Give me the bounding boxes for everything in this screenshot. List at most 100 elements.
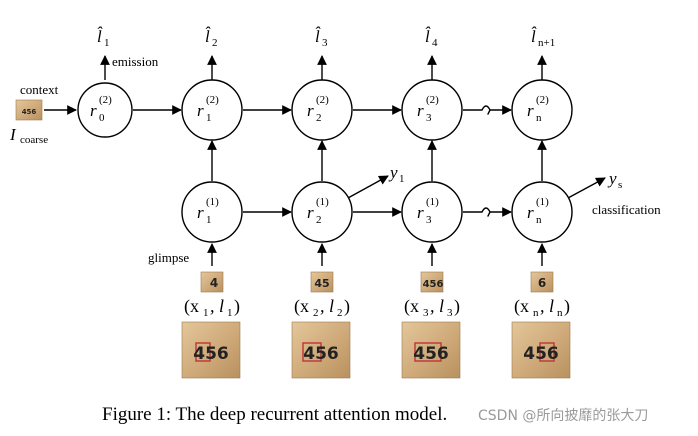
r3-bottom-sup: (1) [426,196,439,208]
input-image-2: 456 [291,321,351,379]
input-image-n-text: 456 [523,344,559,364]
r3-bottom-sub: 3 [426,214,432,226]
r1-bottom-sup: (1) [206,196,219,208]
r3-to-rn-top-arrow [463,105,512,115]
y1-output-arrow [347,175,389,199]
gln-a: (x [514,296,529,317]
r3-to-rn-bottom-arrow [463,207,512,217]
rn-bottom-sup: (1) [536,196,549,208]
r1-bottom-sub: 1 [206,214,212,226]
input-image-2-text: 456 [303,344,339,364]
glimpse-patch-3: 456 [420,271,444,293]
rn-bottom-main: r [527,203,534,222]
glimpse-patch-1: 4 [200,271,224,293]
gl2-c: , l [320,296,334,316]
classification-label: classification [592,202,661,217]
lhat-1-sub: 1 [104,37,110,49]
glimpse-label-1: (x 1 , l 1 ) [184,296,240,319]
y1-sub: 1 [399,173,405,185]
glimpse-patch-2-text: 45 [314,277,329,290]
glimpse-patch-2: 45 [310,271,334,293]
input-image-3-text: 456 [413,344,449,364]
node-rn-bottom: r (1) n [511,181,573,243]
gl2-a: (x [294,296,309,317]
ys-output-arrow [567,177,606,199]
lhat-5-main: l̂ [531,27,537,46]
gln-c: , l [540,296,554,316]
glimpse-patch-n-text: 6 [538,276,546,290]
rn-top-main: r [527,101,534,120]
gl1-e: ) [234,296,240,317]
node-r1-bottom: r (1) 1 [181,181,243,243]
lhat-3-main: l̂ [315,27,321,46]
ys-sub: s [618,179,622,191]
r0-top-sub: 0 [99,112,105,124]
node-r1-top: r (2) 1 [181,79,243,141]
gln-b: n [533,307,539,319]
r0-top-main: r [90,101,97,120]
output-lhat-4: l̂ 4 [425,27,438,49]
gl1-b: 1 [203,307,209,319]
node-r0-top: r (2) 0 [77,82,133,138]
gl1-a: (x [184,296,199,317]
glimpse-patch-3-text: 456 [423,279,444,290]
r3-top-main: r [417,101,424,120]
output-ys: y s [607,169,622,191]
icoarse-label: I coarse [9,125,48,146]
emission-label: emission [112,54,159,69]
glimpse-label: glimpse [148,250,189,265]
gl1-c: , l [210,296,224,316]
output-y1: y 1 [388,163,405,185]
r2-bottom-sub: 2 [316,214,322,226]
node-r2-top: r (2) 2 [291,79,353,141]
node-r3-bottom: r (1) 3 [401,181,463,243]
lhat-5-sub: n+1 [538,37,555,49]
input-image-1: 456 [181,321,241,379]
coarse-image-text: 456 [22,108,37,116]
lhat-2-main: l̂ [205,27,211,46]
rn-bottom-sub: n [536,214,542,226]
watermark: CSDN @所向披靡的张大刀 [478,407,648,424]
glimpse-label-n: (x n , l n ) [514,296,570,319]
ys-main: y [607,169,617,188]
gln-e: ) [564,296,570,317]
r1-top-main: r [197,101,204,120]
rn-top-sup: (2) [536,94,549,106]
r3-top-sup: (2) [426,94,439,106]
figure-caption: Figure 1: The deep recurrent attention m… [102,404,447,425]
lhat-2-sub: 2 [212,37,218,49]
rn-top-sub: n [536,112,542,124]
node-r3-top: r (2) 3 [401,79,463,141]
r3-bottom-main: r [417,203,424,222]
glimpse-label-2: (x 2 , l 2 ) [294,296,350,319]
lhat-1-main: l̂ [97,27,103,46]
lhat-4-main: l̂ [425,27,431,46]
gl2-d: 2 [337,307,343,319]
node-rn-top: r (2) n [511,79,573,141]
r2-bottom-main: r [307,203,314,222]
gl3-d: 3 [447,307,453,319]
gl1-d: 1 [227,307,233,319]
context-label: context [20,82,59,97]
input-image-n: 456 [511,321,571,379]
r2-top-sub: 2 [316,112,322,124]
gl3-a: (x [404,296,419,317]
gl3-e: ) [454,296,460,317]
gl2-b: 2 [313,307,319,319]
icoarse-main: I [9,125,17,144]
gl3-c: , l [430,296,444,316]
r2-bottom-sup: (1) [316,196,329,208]
output-lhat-5: l̂ n+1 [531,27,555,49]
r3-top-sub: 3 [426,112,432,124]
node-r2-bottom: r (1) 2 [291,181,353,243]
glimpse-patch-n: 6 [530,271,554,293]
glimpse-patch-1-text: 4 [210,276,218,290]
r1-bottom-main: r [197,203,204,222]
r2-top-sup: (2) [316,94,329,106]
output-lhat-3: l̂ 3 [315,27,328,49]
r1-top-sup: (2) [206,94,219,106]
input-image-1-text: 456 [193,344,229,364]
y1-main: y [388,163,398,182]
coarse-image: 456 [15,99,43,121]
